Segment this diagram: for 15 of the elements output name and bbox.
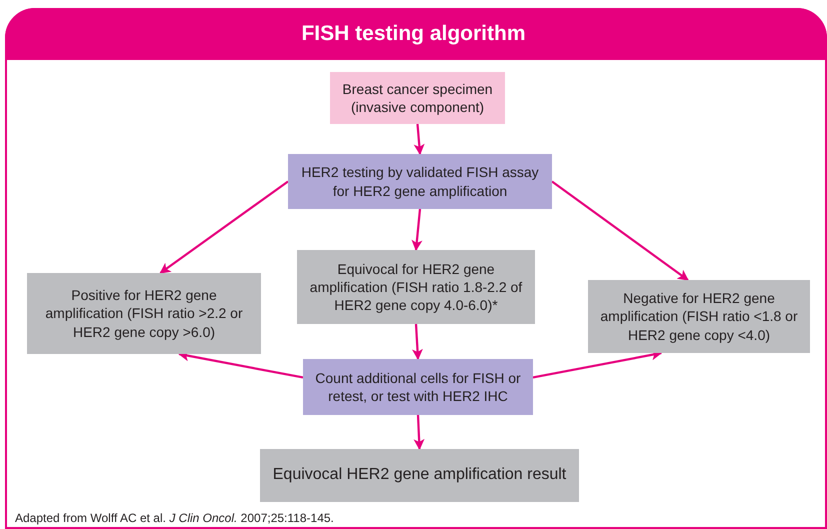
diagram-title: FISH testing algorithm (300, 22, 526, 46)
result-box: Negative for HER2 gene amplification (FISH ratio <1.8 or HER2 gene copy <4.0) (588, 280, 810, 353)
process-box: HER2 testing by validated FISH assay for HER2 gene amplification (288, 154, 552, 209)
result-box: Equivocal HER2 gene amplification result (260, 449, 579, 502)
source-note: Adapted from Wolff AC et al. J Clin Oncol. 2007;25:118-145. (15, 511, 334, 525)
arrow (414, 124, 425, 156)
arrow (411, 208, 422, 252)
start-box: Breast cancer specimen (invasive component) (330, 72, 505, 124)
arrow (551, 180, 689, 281)
arrow (412, 324, 423, 360)
result-box: Positive for HER2 gene amplification (FISH ratio >2.2 or HER2 gene copy >6.0) (27, 273, 261, 354)
arrow (159, 180, 289, 274)
process-box: Count additional cells for FISH or retest, or test with HER2 IHC (303, 359, 533, 415)
result-box: Equivocal for HER2 gene amplification (FISH ratio 1.8-2.2 of HER2 gene copy 4.0-6.0)* (297, 250, 535, 324)
arrow (414, 414, 425, 450)
